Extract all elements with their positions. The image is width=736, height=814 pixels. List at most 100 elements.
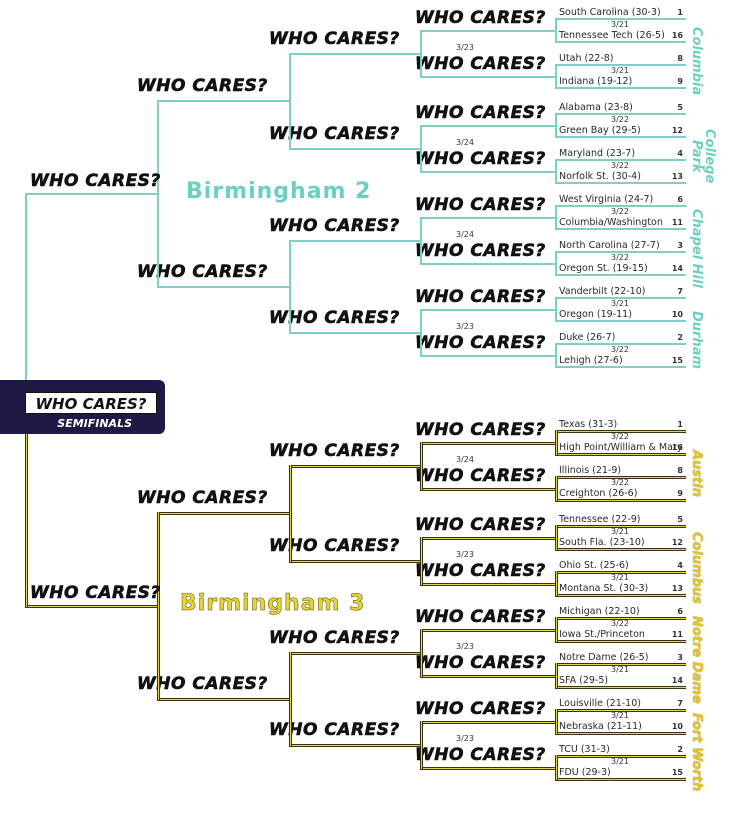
team-seed: 3 <box>677 653 683 662</box>
bracket-line <box>555 366 686 368</box>
bracket-line <box>555 274 686 276</box>
bracket-line <box>555 343 557 368</box>
team-seed: 5 <box>677 103 683 112</box>
team-seed: 10 <box>671 722 683 731</box>
second-round-date: 3/23 <box>456 549 474 559</box>
bracket-line <box>555 709 686 712</box>
game-date: 3/21 <box>611 665 629 674</box>
team-name: South Carolina (30-3) <box>559 7 661 18</box>
winner-placeholder: WHO CARES? <box>415 286 546 307</box>
team-name: Nebraska (21-11) <box>559 721 642 732</box>
bracket-line <box>555 571 558 596</box>
bracket-line <box>555 663 558 688</box>
bracket-line <box>420 628 423 677</box>
team-seed: 7 <box>677 699 683 708</box>
team-seed: 6 <box>677 195 683 204</box>
bracket-line <box>420 29 422 78</box>
team-slot: Norfolk St. (30-4)13 <box>557 170 685 184</box>
winner-placeholder: WHO CARES? <box>269 719 400 740</box>
second-round-date: 3/24 <box>456 229 474 239</box>
bracket-line <box>420 262 555 265</box>
team-name: Lehigh (27-6) <box>559 355 623 366</box>
bracket-line <box>420 441 555 445</box>
game-date: 3/21 <box>611 20 629 29</box>
team-name: Texas (31-3) <box>559 419 618 430</box>
winner-placeholder: WHO CARES? <box>415 240 546 261</box>
bracket-line <box>555 663 686 666</box>
team-slot: Notre Dame (26-5)3 <box>557 651 685 665</box>
bracket-line <box>555 182 686 184</box>
bracket-line <box>420 170 555 173</box>
team-seed: 15 <box>671 356 683 365</box>
winner-placeholder: WHO CARES? <box>415 102 546 123</box>
bracket-line <box>420 354 555 357</box>
team-name: Columbia/Washington <box>559 217 663 228</box>
team-slot: Green Bay (29-5)12 <box>557 124 685 138</box>
bracket-line <box>420 308 422 357</box>
winner-placeholder: WHO CARES? <box>415 53 546 74</box>
team-name: Oregon St. (19-15) <box>559 263 648 274</box>
site-label: Columbia <box>689 26 704 96</box>
bracket-line <box>289 743 420 747</box>
winner-placeholder: WHO CARES? <box>415 606 546 627</box>
site-label: College Park <box>689 128 717 184</box>
bracket-line <box>555 64 686 66</box>
team-slot: Lehigh (27-6) 15 <box>557 354 685 368</box>
team-slot: Michigan (22-10)6 <box>557 605 685 619</box>
game-date: 3/21 <box>611 711 629 720</box>
winner-placeholder: WHO CARES? <box>269 123 400 144</box>
team-seed: 11 <box>671 630 683 639</box>
bracket-line <box>555 499 686 502</box>
bracket-line <box>555 430 558 455</box>
team-slot: Illinois (21-9)8 <box>557 464 685 478</box>
bracket-line <box>289 464 420 468</box>
bracket-line <box>289 651 292 746</box>
bracket-line <box>420 487 555 491</box>
bracket-line <box>420 75 555 78</box>
team-seed: 1 <box>677 8 683 17</box>
team-slot: Texas (31-3) 1 <box>557 418 685 432</box>
team-seed: 1 <box>677 420 683 429</box>
bracket-line <box>420 582 555 586</box>
site-label: Notre Dame <box>689 616 704 704</box>
bracket-line <box>420 124 422 173</box>
bracket-line <box>555 571 686 574</box>
winner-placeholder: WHO CARES? <box>415 514 546 535</box>
site-label: Columbus <box>689 531 704 605</box>
bracket-line <box>555 297 686 299</box>
bracket-line <box>555 430 686 433</box>
game-date: 3/22 <box>611 253 629 262</box>
team-seed: 13 <box>671 584 683 593</box>
team-slot: Maryland (23-7)4 <box>557 147 685 161</box>
bracket-line <box>289 464 292 562</box>
team-seed: 2 <box>677 745 683 754</box>
bracket-line <box>555 755 686 758</box>
bracket-line <box>555 732 686 735</box>
team-slot: TCU (31-3)2 <box>557 743 685 757</box>
bracket-line <box>555 755 558 780</box>
game-date: 3/22 <box>611 432 629 441</box>
team-slot: South Fla. (23-10)12 <box>557 536 685 550</box>
bracket-line <box>555 617 558 642</box>
bracket-line <box>555 297 557 322</box>
team-name: West Virginia (24-7) <box>559 194 654 205</box>
winner-placeholder: WHO CARES? <box>415 332 546 353</box>
bracket-line <box>555 709 558 734</box>
second-round-date: 3/24 <box>456 137 474 147</box>
bracket-line <box>555 18 557 43</box>
team-name: Maryland (23-7) <box>559 148 636 159</box>
semifinals-caption: SEMIFINALS <box>57 417 132 430</box>
bracket-line <box>555 686 686 689</box>
bracket-line <box>420 441 423 490</box>
team-slot: Utah (22-8)8 <box>557 52 685 66</box>
bracket-line <box>289 331 420 334</box>
game-date: 3/22 <box>611 478 629 487</box>
winner-placeholder: WHO CARES? <box>415 148 546 169</box>
game-date: 3/21 <box>611 66 629 75</box>
team-name: Vanderbilt (22-10) <box>559 286 646 297</box>
bracket-line <box>555 320 686 322</box>
game-date: 3/22 <box>611 345 629 354</box>
bracket-line <box>157 512 160 700</box>
bracket-line <box>555 113 686 115</box>
team-slot: Nebraska (21-11) 10 <box>557 720 685 734</box>
